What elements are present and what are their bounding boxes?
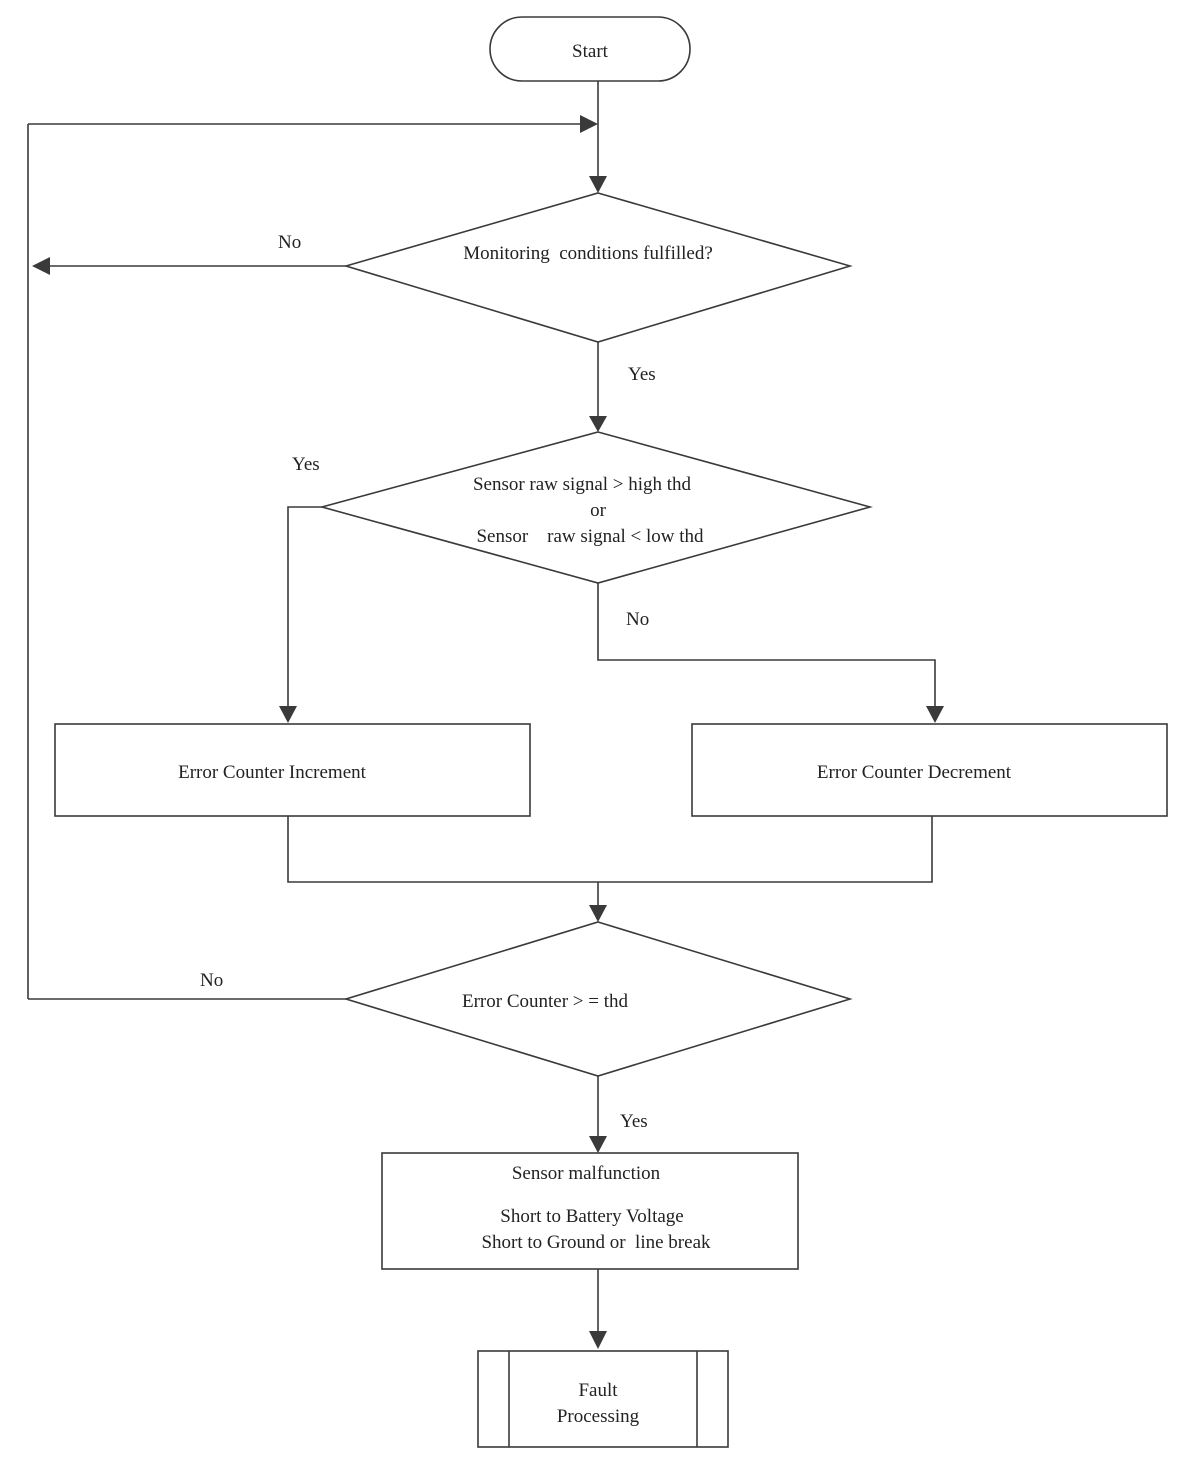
- signal-yes-label: Yes: [292, 454, 320, 475]
- monitoring-yes-label: Yes: [628, 364, 656, 385]
- connector-signal-yes: [287, 506, 322, 708]
- process-decrement-box: [691, 723, 1168, 817]
- arrowhead-malfunction: [589, 1136, 607, 1153]
- decision-signal-line3: Sensor raw signal < low thd: [476, 526, 704, 547]
- arrowhead-decrement: [926, 706, 944, 723]
- arrowhead-fault: [589, 1331, 607, 1349]
- arrowhead-monitoring: [589, 176, 607, 193]
- arrowhead-monitoring-no: [32, 257, 50, 275]
- process-increment-box: [54, 723, 531, 817]
- monitoring-no-label: No: [278, 232, 301, 253]
- counter-yes-label: Yes: [620, 1111, 648, 1132]
- malfunction-line2: Short to Ground or line break: [481, 1232, 711, 1253]
- arrowhead-loop-back: [580, 115, 598, 133]
- process-increment-label: Error Counter Increment: [178, 762, 367, 783]
- fault-processing-line2: Processing: [557, 1406, 640, 1427]
- decision-signal-line2: or: [590, 500, 607, 521]
- arrowhead-increment: [279, 706, 297, 723]
- malfunction-title: Sensor malfunction: [512, 1163, 661, 1184]
- arrowhead-signal: [589, 416, 607, 432]
- malfunction-line1: Short to Battery Voltage: [500, 1206, 683, 1227]
- arrowhead-counter: [589, 905, 607, 922]
- decision-counter-label: Error Counter > = thd: [462, 991, 629, 1012]
- fault-processing-line1: Fault: [578, 1380, 618, 1401]
- malfunction-box: [381, 1152, 799, 1270]
- fault-processing-box: [477, 1350, 729, 1448]
- decision-monitoring-label: Monitoring conditions fulfilled?: [463, 243, 713, 264]
- signal-no-label: No: [626, 609, 649, 630]
- decision-signal-line1: Sensor raw signal > high thd: [473, 474, 692, 495]
- start-label: Start: [572, 41, 609, 62]
- counter-no-label: No: [200, 970, 223, 991]
- process-decrement-label: Error Counter Decrement: [817, 762, 1012, 783]
- decision-monitoring-diamond: [343, 192, 853, 343]
- start-terminator: [489, 16, 691, 82]
- connector-increment-merge: [287, 816, 933, 883]
- connector-signal-no: [597, 583, 936, 708]
